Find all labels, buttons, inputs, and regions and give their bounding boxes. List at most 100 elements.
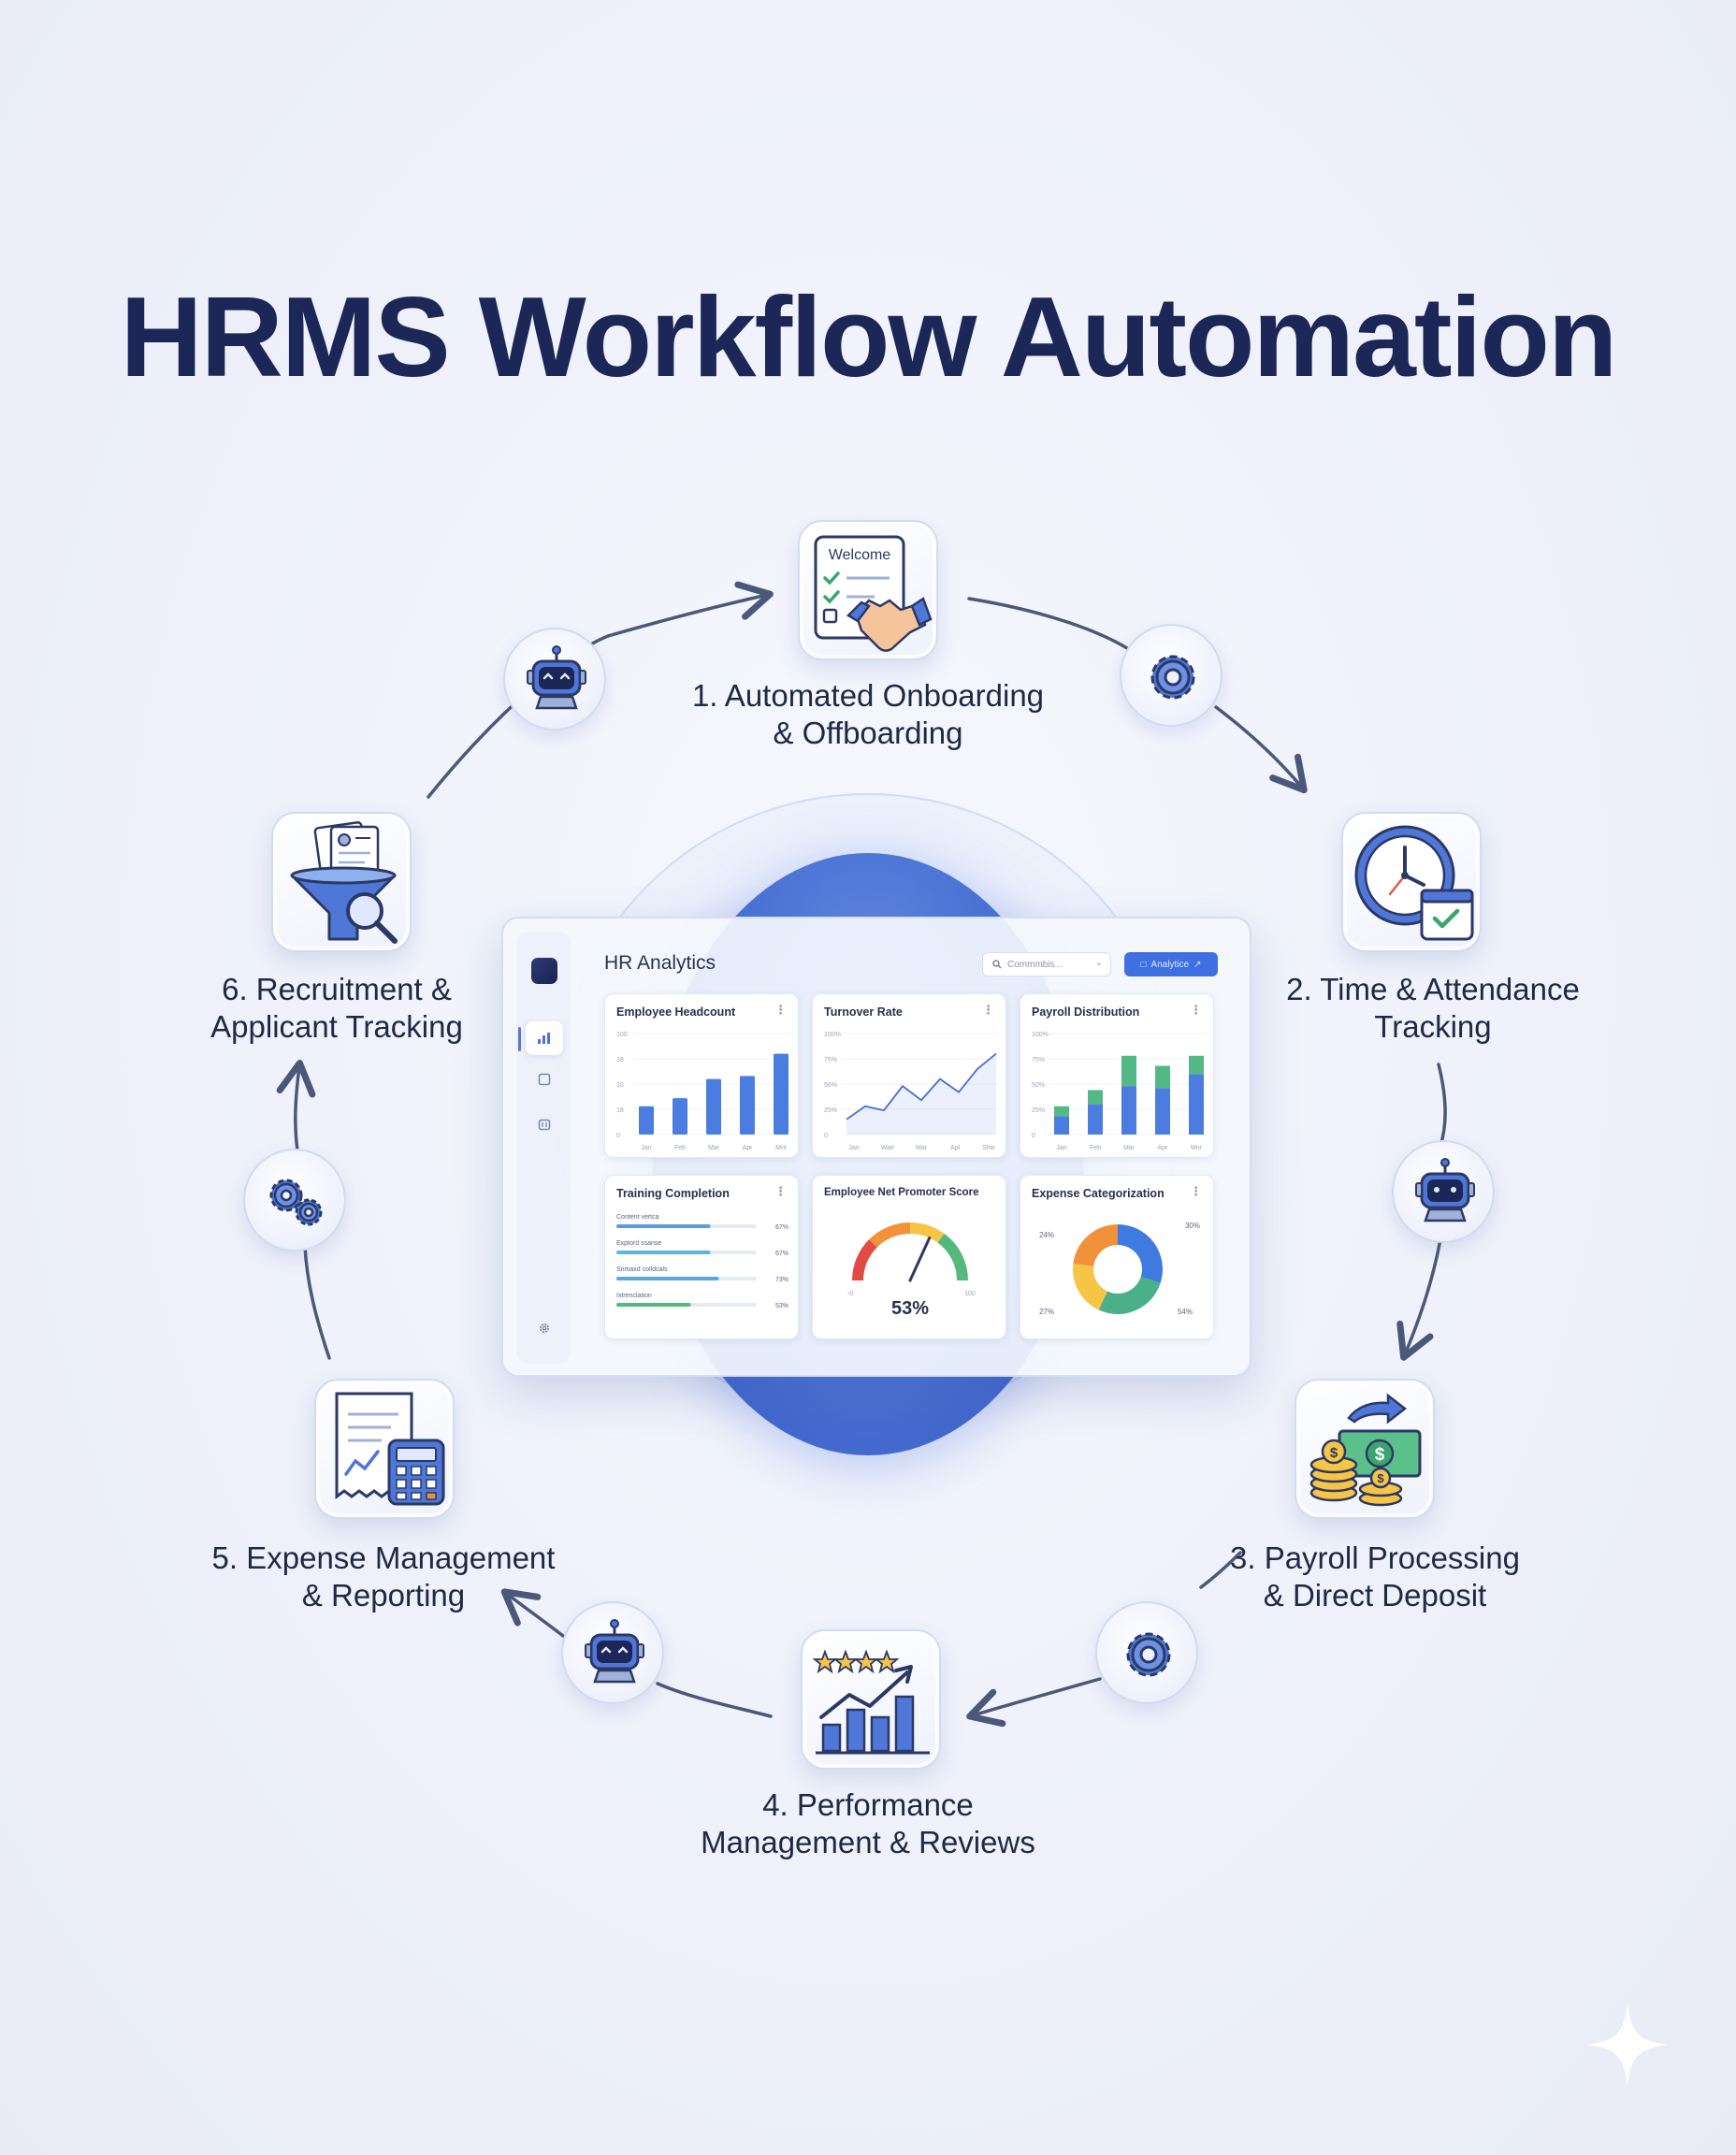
step-1-onboarding-node[interactable]: Welcome bbox=[798, 520, 938, 660]
connector-5-to-6 bbox=[303, 1244, 331, 1360]
step-6-label: 6. Recruitment & Applicant Tracking bbox=[150, 971, 524, 1046]
step-4-label-line1: 4. Performance bbox=[762, 1787, 974, 1822]
y-tick-label: 100 bbox=[616, 1032, 628, 1038]
card-title: Expense Categorization bbox=[1032, 1187, 1165, 1200]
gauge-segment bbox=[869, 1222, 911, 1248]
payroll-bar-blue bbox=[1088, 1104, 1103, 1135]
robot-icon bbox=[1415, 1158, 1475, 1222]
x-tick-label: Apr bbox=[1158, 1145, 1169, 1151]
y-tick-label: 75% bbox=[824, 1057, 837, 1063]
step-3-payroll-node[interactable]: $ $ $ bbox=[1295, 1379, 1435, 1519]
gauge-needle bbox=[908, 1236, 932, 1282]
reports-nav-icon[interactable] bbox=[533, 1068, 556, 1091]
training-row-value: 67% bbox=[775, 1224, 788, 1231]
step-1-label: 1. Automated Onboarding & Offboarding bbox=[587, 677, 1149, 752]
turnover-area bbox=[846, 1053, 996, 1135]
connector-1-to-2-arrow bbox=[1214, 705, 1308, 794]
y-tick-label: 25% bbox=[1032, 1107, 1045, 1114]
y-tick-label: 0 bbox=[824, 1133, 828, 1139]
page-title: HRMS Workflow Automation bbox=[120, 273, 1618, 400]
card-title: Payroll Distribution bbox=[1032, 1005, 1140, 1019]
payroll-bar-green bbox=[1155, 1065, 1170, 1089]
connector-5-to-6-arrow bbox=[276, 1060, 316, 1152]
connector-2-to-3 bbox=[1437, 1063, 1447, 1148]
calendar-nav-icon[interactable] bbox=[533, 1113, 556, 1135]
connector-3-to-4-arrow bbox=[966, 1677, 1102, 1728]
dashboard-search-select[interactable]: Commmbis... ⌄ bbox=[982, 952, 1111, 976]
y-tick-label: 50% bbox=[1032, 1082, 1045, 1089]
x-tick-label: Mar bbox=[1123, 1145, 1136, 1151]
y-tick-label: 18 bbox=[616, 1057, 624, 1063]
dashboard-title: HR Analytics bbox=[604, 952, 716, 974]
training-progress-fill bbox=[616, 1277, 719, 1280]
connector-badge-robot-1 bbox=[503, 628, 606, 730]
connector-badge-gears bbox=[243, 1149, 346, 1251]
more-vertical-icon[interactable]: ⋮ bbox=[774, 1003, 787, 1017]
card-title: Training Completion bbox=[616, 1187, 730, 1200]
connector-4-to-5 bbox=[656, 1682, 773, 1718]
training-row-label: Exptord ssanse bbox=[616, 1240, 661, 1247]
gauge-min-label: -0 bbox=[847, 1291, 853, 1297]
training-row-value: 67% bbox=[775, 1251, 788, 1257]
training-progress-fill bbox=[616, 1303, 691, 1307]
gauge-segment bbox=[909, 1222, 945, 1243]
payroll-bar-green bbox=[1189, 1055, 1204, 1075]
donut-slice bbox=[1073, 1224, 1118, 1266]
x-tick-label: Jan bbox=[1056, 1145, 1066, 1151]
x-tick-label: Mar bbox=[916, 1145, 928, 1151]
onboarding-checklist-handshake-icon: Welcome bbox=[814, 535, 933, 652]
more-vertical-icon[interactable]: ⋮ bbox=[774, 1184, 787, 1198]
x-tick-label: Mnr bbox=[1191, 1145, 1203, 1151]
connector-badge-robot-3 bbox=[561, 1601, 664, 1704]
step-2-attendance-node[interactable] bbox=[1341, 812, 1482, 952]
svg-text:$: $ bbox=[1377, 1471, 1384, 1485]
step-6-recruitment-node[interactable] bbox=[271, 812, 412, 952]
expense-donut-chart: 30%54%27%24% bbox=[1039, 1222, 1200, 1316]
x-tick-label: Feb bbox=[674, 1145, 686, 1151]
x-tick-label: Jan bbox=[848, 1145, 859, 1151]
x-tick-label: Mar bbox=[708, 1145, 720, 1151]
dashboard-logo bbox=[531, 958, 557, 984]
card-title: Turnover Rate bbox=[824, 1005, 903, 1019]
more-vertical-icon[interactable]: ⋮ bbox=[1190, 1003, 1202, 1017]
step-5-expense-node[interactable] bbox=[314, 1379, 455, 1519]
headcount-bar bbox=[639, 1106, 654, 1135]
headcount-bar bbox=[673, 1098, 687, 1135]
connector-1-to-2 bbox=[967, 597, 1129, 650]
step-6-label-line1: 6. Recruitment & bbox=[222, 972, 452, 1006]
training-row-label: Snmaxd colldcals bbox=[616, 1266, 668, 1273]
x-tick-label: Wae bbox=[881, 1145, 894, 1151]
analytics-button[interactable]: □ Analytice ↗ bbox=[1124, 952, 1218, 976]
robot-icon bbox=[585, 1619, 644, 1684]
step-4-performance-node[interactable] bbox=[801, 1629, 941, 1770]
payroll-bar-blue bbox=[1054, 1116, 1069, 1135]
donut-slice bbox=[1098, 1277, 1161, 1314]
robot-icon bbox=[527, 645, 586, 710]
settings-gear-icon[interactable] bbox=[533, 1317, 556, 1339]
card-expense-categorization: Expense Categorization ⋮ 30%54%27%24% bbox=[1020, 1175, 1214, 1339]
y-tick-label: 10 bbox=[616, 1082, 624, 1089]
welcome-text: Welcome bbox=[829, 547, 890, 563]
more-vertical-icon[interactable]: ⋮ bbox=[1190, 1184, 1202, 1198]
training-progress-fill bbox=[616, 1224, 711, 1228]
y-tick-label: 25% bbox=[824, 1107, 837, 1114]
analytics-nav-icon[interactable] bbox=[526, 1021, 563, 1055]
step-5-label-line1: 5. Expense Management bbox=[211, 1540, 556, 1575]
svg-text:$: $ bbox=[1375, 1445, 1385, 1465]
connector-6-to-1-arrow bbox=[606, 581, 774, 638]
y-tick-label: 56% bbox=[824, 1082, 837, 1089]
payroll-bar-green bbox=[1054, 1106, 1069, 1117]
connector-3-to-4 bbox=[1199, 1551, 1242, 1589]
more-vertical-icon[interactable]: ⋮ bbox=[982, 1003, 994, 1017]
analytics-button-label: Analytice bbox=[1150, 959, 1190, 970]
step-4-label: 4. Performance Management & Reviews bbox=[587, 1786, 1149, 1861]
